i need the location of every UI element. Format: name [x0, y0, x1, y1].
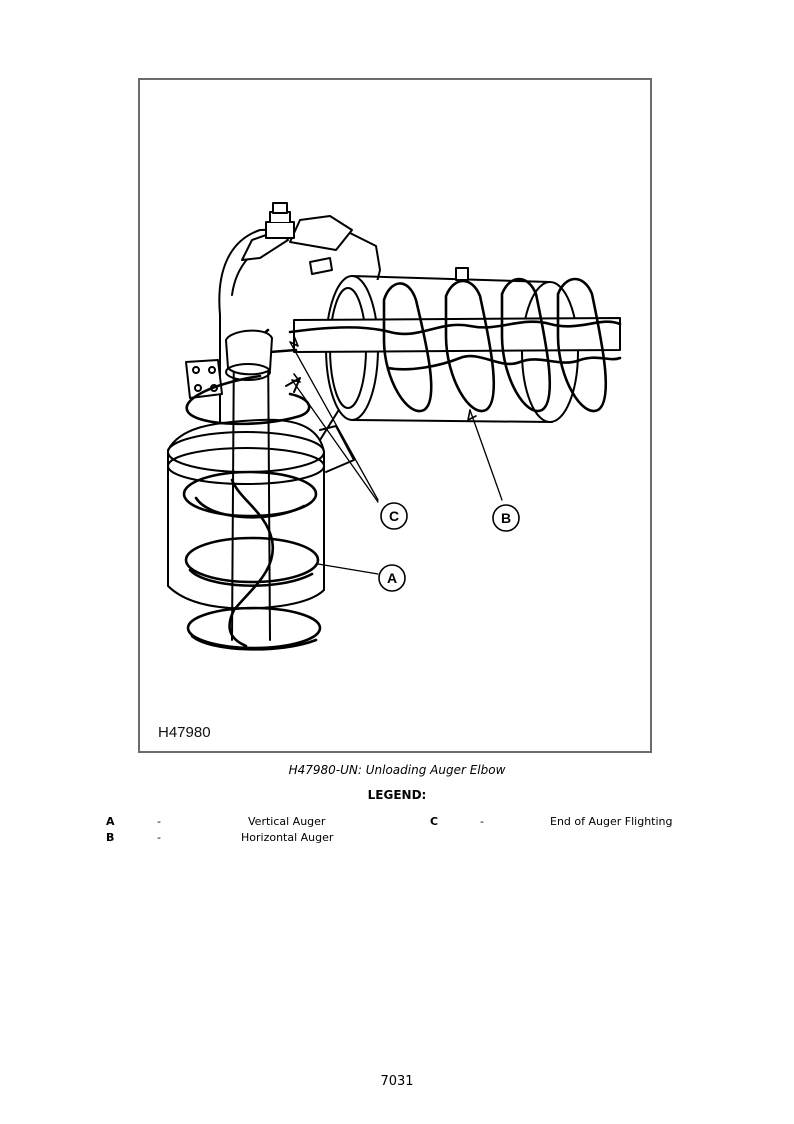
- legend-desc: End of Auger Flighting: [550, 815, 673, 828]
- callout-a: A: [378, 564, 406, 592]
- legend-key: A: [106, 815, 115, 828]
- legend-item-b: B - Horizontal Auger: [0, 831, 794, 845]
- legend-separator: -: [157, 831, 161, 844]
- callout-c-label: C: [389, 508, 399, 524]
- vertical-auger: [182, 374, 322, 651]
- figure-id-label: H47980: [158, 724, 211, 741]
- legend-separator: -: [480, 815, 484, 828]
- leader-lines: [289, 335, 503, 575]
- auger-elbow-drawing: C B A: [167, 202, 622, 651]
- legend-key: C: [430, 815, 439, 828]
- legend-desc: Horizontal Auger: [241, 831, 334, 844]
- figure-frame: C B A H47980: [138, 78, 652, 753]
- legend-desc: Vertical Auger: [248, 815, 326, 828]
- callout-b: B: [492, 504, 520, 532]
- vertical-tube: [167, 329, 355, 641]
- callout-a-label: A: [387, 570, 397, 586]
- legend-title: LEGEND:: [367, 788, 427, 802]
- callout-c: C: [380, 502, 408, 530]
- horizontal-auger: [260, 277, 622, 413]
- legend-item-a: A - Vertical Auger: [0, 815, 794, 829]
- legend-item-c: C - End of Auger Flighting: [0, 815, 794, 829]
- figure-caption: H47980-UN: Unloading Auger Elbow: [288, 763, 506, 777]
- callout-b-label: B: [501, 510, 511, 526]
- legend-key: B: [106, 831, 115, 844]
- legend-separator: -: [157, 815, 161, 828]
- page-number: 7031: [380, 1074, 414, 1089]
